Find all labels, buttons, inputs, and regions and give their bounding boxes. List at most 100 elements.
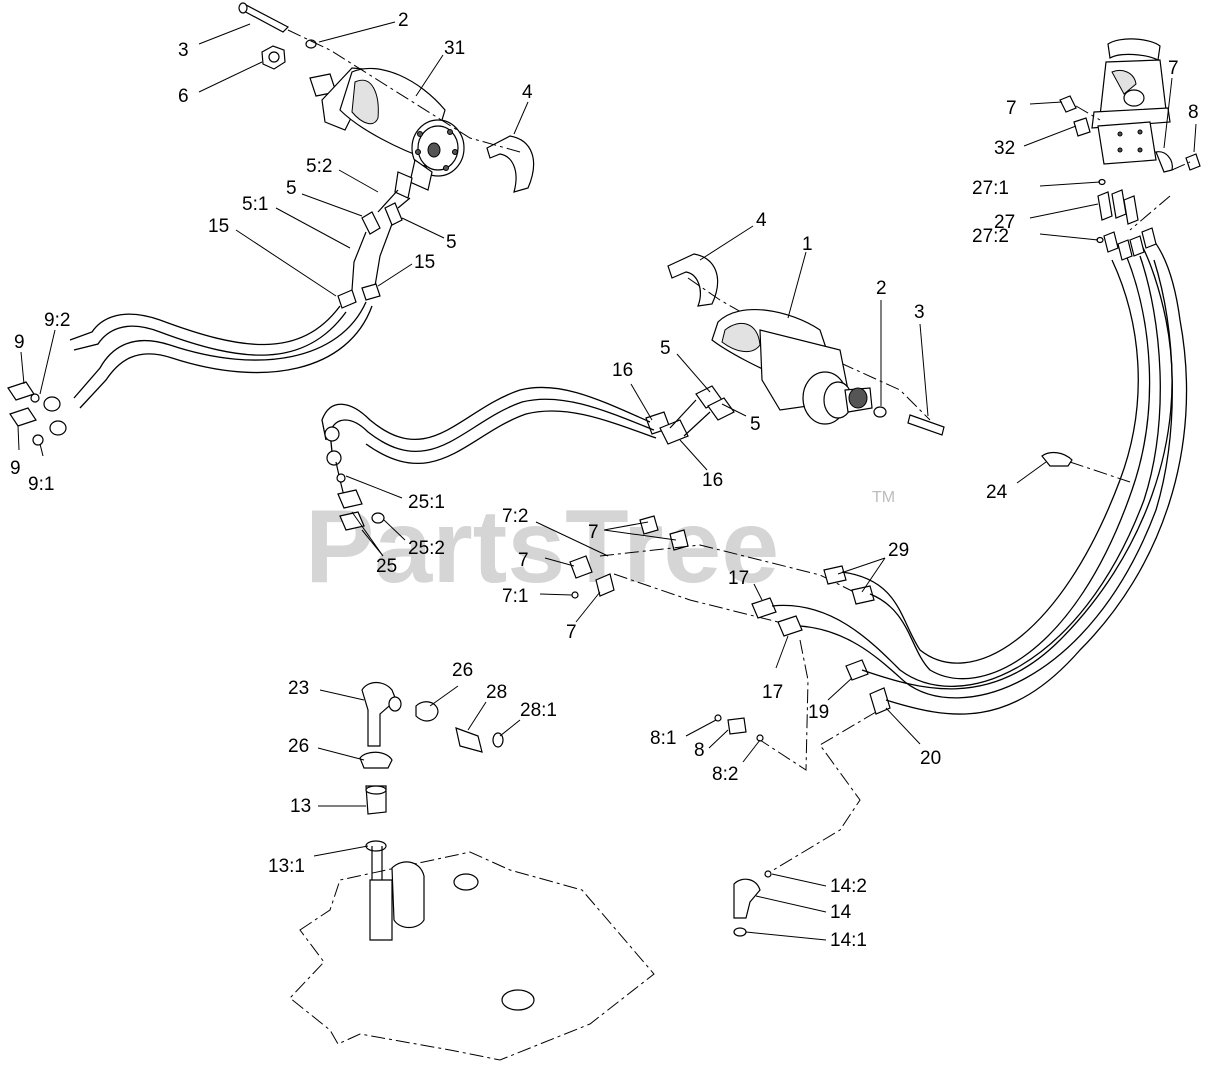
o-ring-7-1 [571, 591, 579, 599]
o-ring-14-2 [764, 870, 772, 878]
callout-8-1: 8:1 [650, 728, 676, 749]
hose-bundle-middle [321, 386, 657, 531]
callout-7: 7 [518, 550, 529, 571]
callout-8: 8 [694, 740, 705, 761]
bolt-center [907, 414, 945, 436]
fitting-5-left [361, 211, 381, 235]
callout-14-2: 14:2 [830, 876, 867, 897]
o-ring-9-2 [30, 393, 40, 403]
o-ring-25-2 [371, 512, 385, 524]
callout-15: 15 [208, 216, 229, 237]
o-ring-13-1 [365, 840, 387, 852]
elbow-7-d [595, 573, 615, 597]
callout-9: 9 [10, 458, 21, 479]
o-ring-8-2 [756, 734, 764, 742]
callout-labels: 3 2 31 6 4 5:2 5 5:1 5 15 15 9 9:2 9 9:1… [10, 10, 1199, 951]
fitting-5-center-b [707, 397, 735, 421]
callout-7: 7 [588, 522, 599, 543]
motor-31 [309, 67, 465, 199]
clip-alignment-line [1069, 461, 1131, 483]
fitting-16-lower [659, 419, 689, 445]
fitting-32 [1073, 117, 1091, 137]
fitting-20 [869, 687, 891, 715]
callout-14: 14 [830, 902, 852, 923]
callout-24: 24 [986, 482, 1008, 503]
callout-7-2: 7:2 [502, 506, 528, 527]
bracket-center [667, 253, 719, 307]
callout-26: 26 [452, 660, 473, 681]
hose-clip-24 [1041, 451, 1073, 467]
clamp-15-right [361, 283, 381, 301]
hose-bundle-left [7, 301, 373, 446]
fitting-8-lower [727, 717, 747, 735]
motor-center-assembly [645, 253, 945, 445]
callout-25-1: 25:1 [408, 492, 445, 513]
fitting-9-upper [7, 381, 35, 401]
watermark-trademark: TM [872, 489, 895, 506]
callout-13: 13 [290, 796, 311, 817]
callout-3: 3 [178, 40, 189, 61]
fitting-17-lower [777, 615, 803, 637]
fitting-25-upper [337, 489, 363, 509]
suction-fitting-23 [361, 681, 397, 747]
callout-4: 4 [756, 210, 767, 231]
fitting-7-valve-b [1155, 151, 1173, 173]
callout-2: 2 [398, 10, 409, 31]
center-fittings [569, 515, 891, 873]
clamp-26-lower [359, 751, 393, 769]
fitting-27-a [1097, 191, 1113, 221]
fitting-29-lower [851, 585, 875, 605]
callout-7: 7 [1006, 98, 1017, 119]
fitting-27-c [1123, 195, 1139, 225]
callout-23: 23 [288, 678, 309, 699]
motor-top-assembly [238, 2, 535, 309]
callout-6: 6 [178, 86, 189, 107]
callout-25: 25 [376, 556, 397, 577]
callout-9-1: 9:1 [28, 474, 54, 495]
callout-26: 26 [288, 736, 309, 757]
callout-20: 20 [920, 748, 941, 769]
leader-lines [17, 21, 1197, 941]
callout-13-1: 13:1 [268, 856, 305, 877]
callout-16: 16 [702, 470, 723, 491]
control-valve [1059, 38, 1201, 244]
fitting-29-upper [823, 565, 847, 585]
watermark-text: PartsTree [305, 489, 779, 605]
callout-14-1: 14:1 [830, 930, 867, 951]
callout-25-2: 25:2 [408, 538, 445, 559]
fitting-27-b [1111, 189, 1127, 219]
callout-15: 15 [414, 252, 435, 273]
fitting-5-right [384, 202, 403, 226]
callout-4: 4 [522, 82, 533, 103]
fitting-9-lower [9, 407, 37, 427]
callout-17: 17 [762, 682, 783, 703]
o-ring-14-1 [733, 927, 747, 937]
callout-17: 17 [728, 568, 749, 589]
elbow-7-c [569, 555, 593, 579]
fitting-7-valve-a [1059, 95, 1077, 113]
callout-5-2: 5:2 [306, 156, 332, 177]
filter-28 [455, 727, 483, 753]
callout-31: 31 [444, 38, 465, 59]
callout-7: 7 [566, 622, 577, 643]
callout-5: 5 [660, 338, 671, 359]
fitting-8-valve [1185, 153, 1201, 171]
clamp-15-left [337, 289, 357, 309]
callout-27: 27 [994, 212, 1015, 233]
nut-top [261, 45, 286, 70]
elbow-14 [733, 878, 761, 919]
callout-9-2: 9:2 [44, 310, 70, 331]
callout-8-2: 8:2 [712, 764, 738, 785]
washer-center [873, 406, 887, 418]
callout-1: 1 [802, 234, 813, 255]
alignment-line-top [287, 29, 521, 153]
callout-28-1: 28:1 [520, 700, 557, 721]
callout-8: 8 [1188, 102, 1199, 123]
callout-9: 9 [14, 332, 25, 353]
o-ring-9-1 [32, 434, 44, 446]
elbow-7-a [639, 515, 659, 535]
callout-19: 19 [808, 702, 829, 723]
callout-3: 3 [914, 302, 925, 323]
